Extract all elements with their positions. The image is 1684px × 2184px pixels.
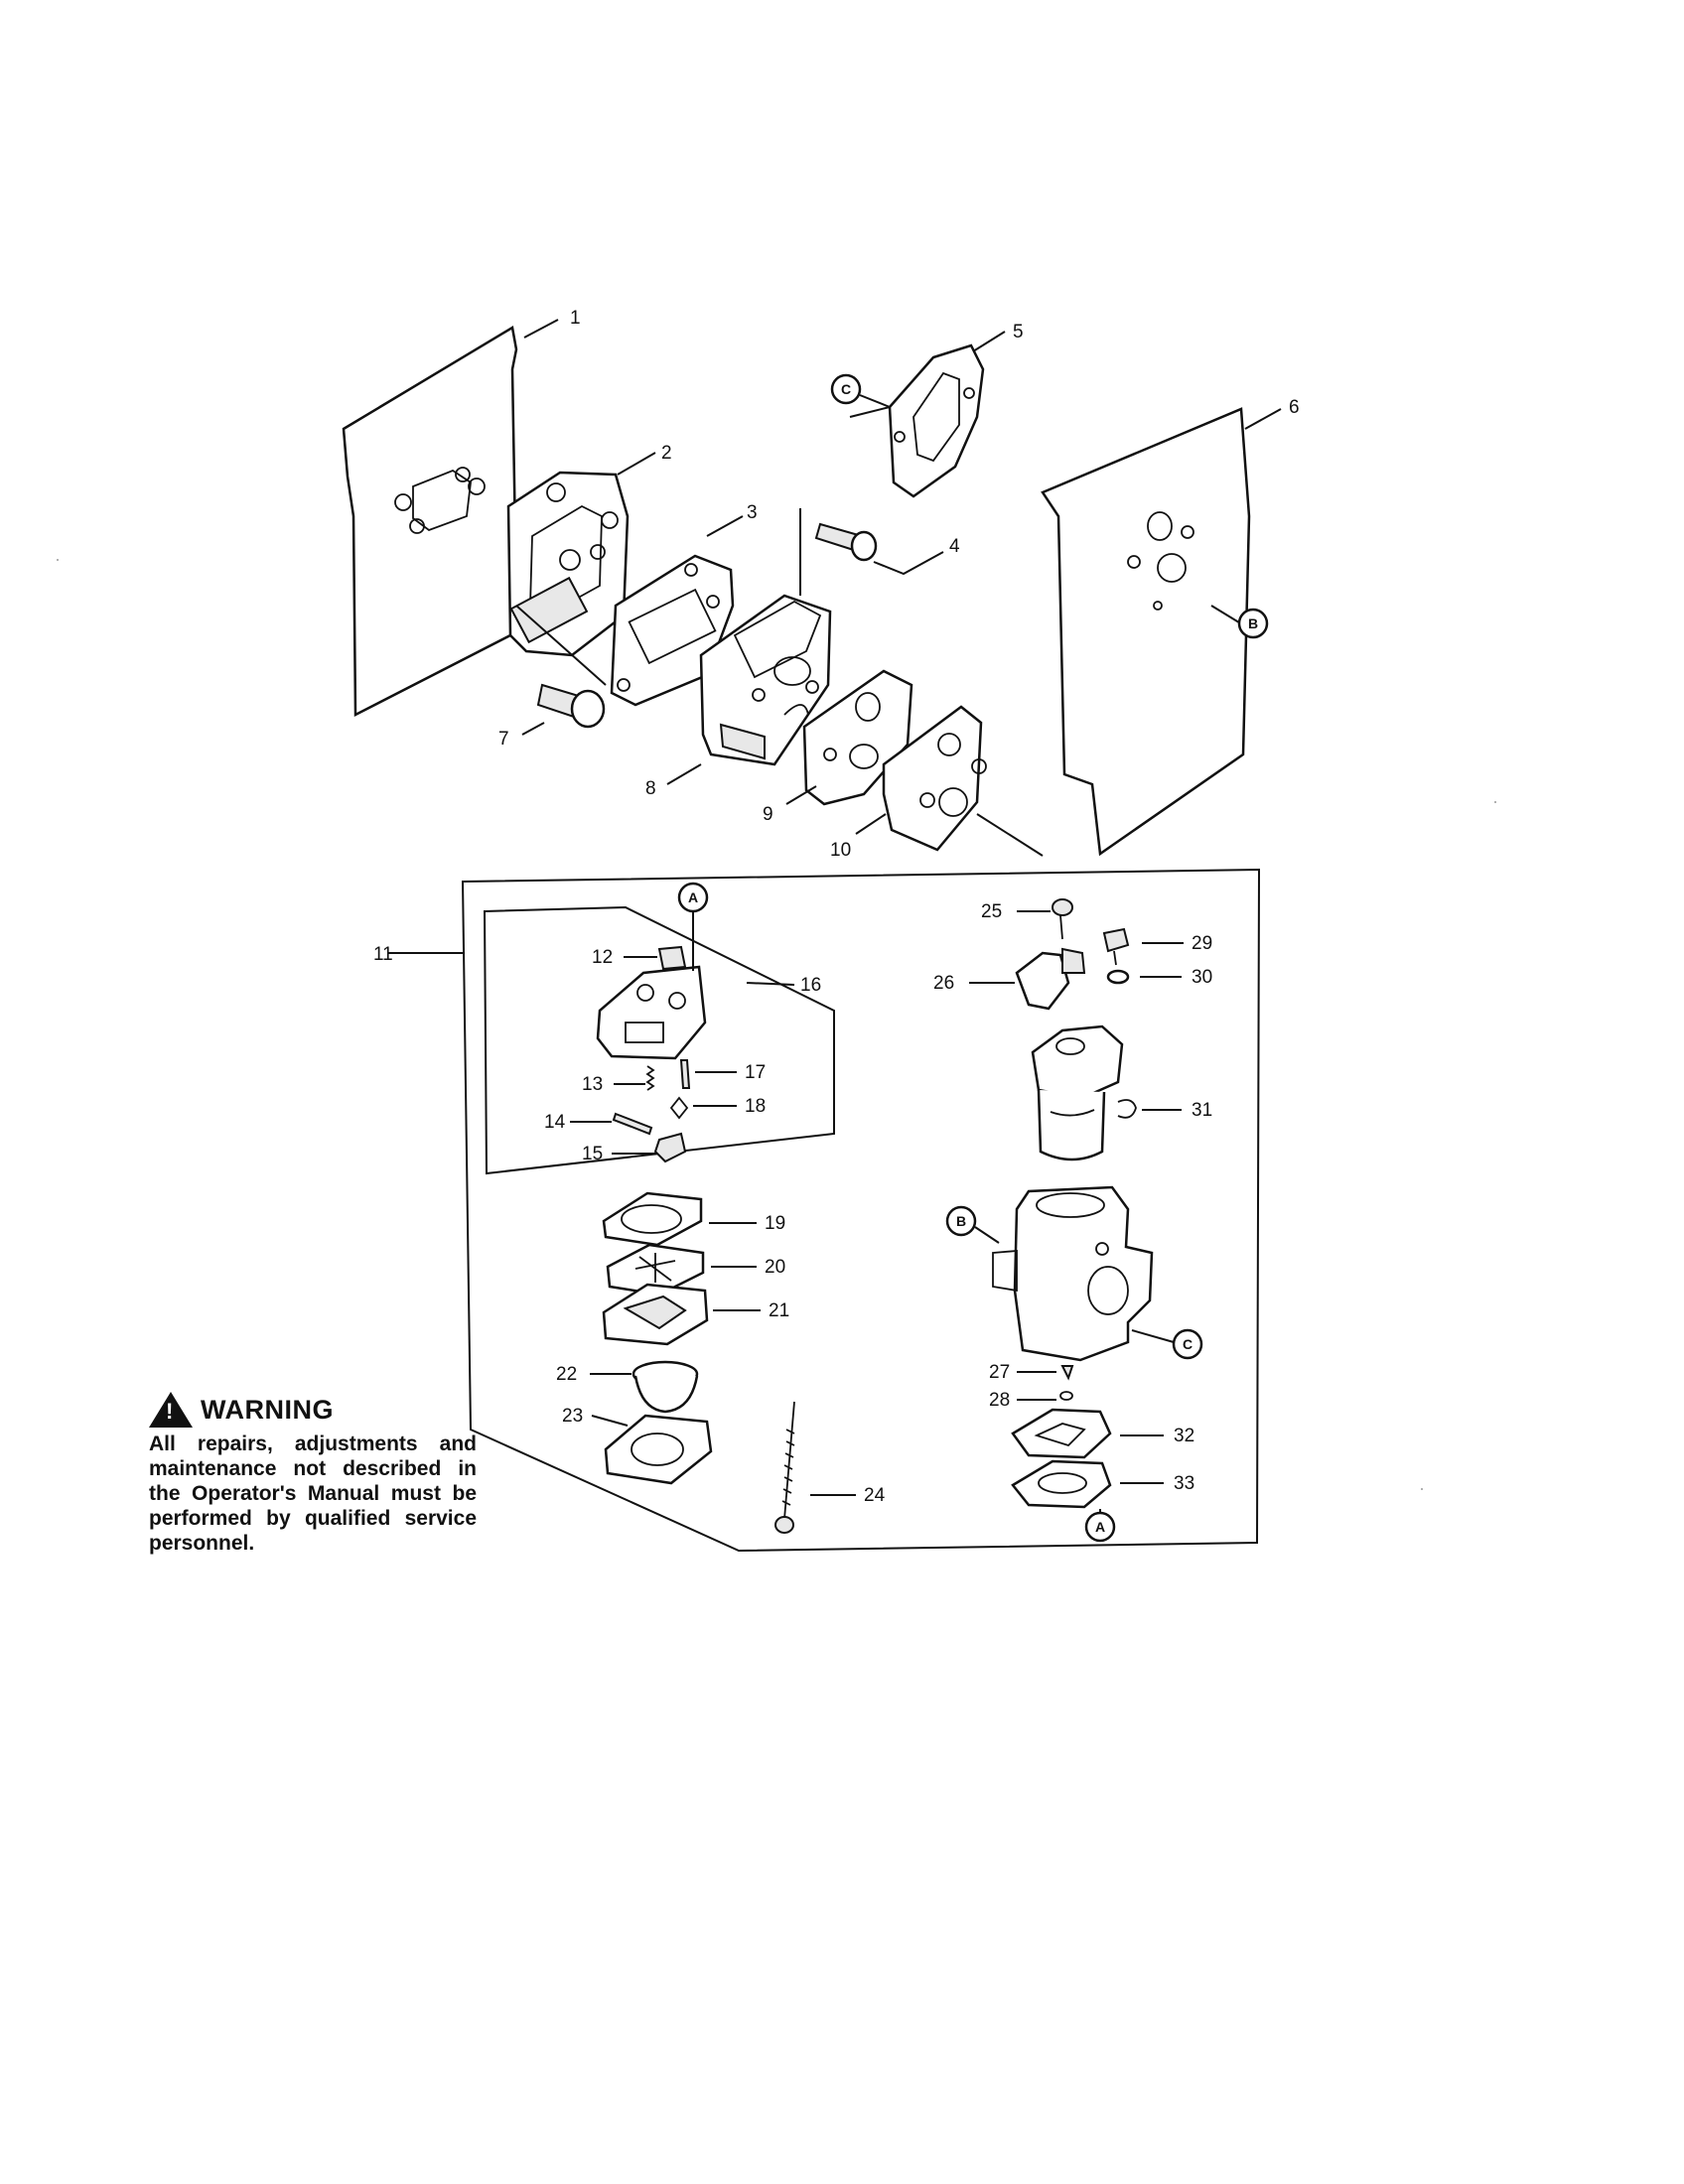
part-label: 26 xyxy=(933,973,954,994)
part-label: 22 xyxy=(556,1364,577,1385)
part-18-pin xyxy=(669,1096,689,1120)
part-21-pump-plate xyxy=(602,1283,709,1346)
part-label: 9 xyxy=(763,804,773,825)
part-23-cover xyxy=(604,1414,713,1485)
callout-a-bottom: A xyxy=(1084,1509,1116,1543)
part-7-plug xyxy=(536,683,606,729)
throttle-assembly xyxy=(1031,1024,1124,1161)
part-6-gasket-plate xyxy=(1041,407,1251,857)
part-label: 8 xyxy=(645,778,656,799)
part-label: 29 xyxy=(1192,933,1212,954)
part-12-fitting xyxy=(657,945,687,971)
pump-body xyxy=(596,965,707,1060)
part-label: 4 xyxy=(949,536,960,557)
warning-text: All repairs, adjustments and maintenance… xyxy=(149,1433,477,1555)
part-label: 13 xyxy=(582,1074,603,1095)
carburetor-body xyxy=(992,1185,1154,1362)
part-32-gasket xyxy=(1011,1408,1112,1459)
part-33-diaphragm xyxy=(1011,1459,1112,1509)
part-28-washer xyxy=(1059,1391,1073,1401)
part-24-screw xyxy=(774,1401,795,1534)
part-22-primer-bulb xyxy=(632,1360,699,1414)
part-label: 28 xyxy=(989,1390,1010,1411)
part-26-lever xyxy=(1015,947,1086,1011)
part-25-screw xyxy=(1052,898,1073,940)
part-19-diaphragm xyxy=(602,1191,703,1247)
part-label: 31 xyxy=(1192,1100,1212,1121)
warning-title: WARNING xyxy=(201,1394,334,1425)
svg-text:B: B xyxy=(956,1213,966,1229)
part-5-gasket xyxy=(888,343,985,498)
svg-text:B: B xyxy=(1248,615,1258,631)
warning-icon: ! xyxy=(149,1392,193,1428)
part-label: 6 xyxy=(1289,397,1300,418)
part-label: 16 xyxy=(800,975,821,996)
callout-b-bottom: B xyxy=(945,1205,1000,1244)
part-8-block xyxy=(699,594,832,766)
part-label: 25 xyxy=(981,901,1002,922)
part-9-plate xyxy=(802,669,913,806)
svg-text:C: C xyxy=(841,381,851,397)
warning-heading: ! WARNING xyxy=(149,1392,477,1428)
part-20-diaphragm xyxy=(606,1243,705,1297)
assembly-16-outline xyxy=(483,905,835,1175)
part-label: 27 xyxy=(989,1362,1010,1383)
svg-text:A: A xyxy=(1095,1519,1105,1535)
part-4-screw xyxy=(814,522,878,562)
part-17-screw xyxy=(679,1059,691,1089)
part-label: 12 xyxy=(592,947,613,968)
svg-text:C: C xyxy=(1183,1336,1193,1352)
part-label: 19 xyxy=(765,1213,785,1234)
part-label: 33 xyxy=(1174,1473,1194,1494)
part-label: 23 xyxy=(562,1406,583,1427)
part-label: 7 xyxy=(498,729,509,750)
part-label: 24 xyxy=(864,1485,886,1506)
part-13-spring xyxy=(645,1065,655,1091)
part-14-needle xyxy=(612,1112,653,1136)
part-label: 11 xyxy=(373,944,393,965)
part-label: 32 xyxy=(1174,1426,1194,1446)
part-31-clip xyxy=(1117,1099,1137,1119)
part-label: 1 xyxy=(570,308,581,329)
part-label: 3 xyxy=(747,502,758,523)
part-label: 10 xyxy=(830,840,851,861)
part-27-needle xyxy=(1060,1365,1074,1381)
warning-box: ! WARNING All repairs, adjustments and m… xyxy=(149,1392,477,1556)
part-15-lever xyxy=(653,1132,687,1163)
part-label: 21 xyxy=(769,1300,789,1321)
part-label: 17 xyxy=(745,1062,766,1083)
callout-b-top: B xyxy=(1237,608,1269,639)
part-30-washer xyxy=(1106,969,1130,985)
callout-c-bottom: C xyxy=(1131,1328,1203,1360)
part-label: 5 xyxy=(1013,322,1024,342)
part-label: 14 xyxy=(544,1112,566,1133)
part-label: 15 xyxy=(582,1144,603,1164)
callout-c-top: C xyxy=(830,373,891,408)
part-1-gasket-plate xyxy=(342,325,518,718)
svg-text:A: A xyxy=(688,889,698,905)
part-label: 20 xyxy=(765,1257,785,1278)
assembly-11-outline xyxy=(461,868,1261,1553)
part-2-housing xyxy=(506,471,630,657)
callout-a-top: A xyxy=(677,882,709,971)
part-label: 2 xyxy=(661,443,672,464)
part-label: 18 xyxy=(745,1096,766,1117)
part-label: 30 xyxy=(1192,967,1212,988)
part-10-block xyxy=(882,705,987,852)
part-29-screw xyxy=(1102,927,1130,966)
